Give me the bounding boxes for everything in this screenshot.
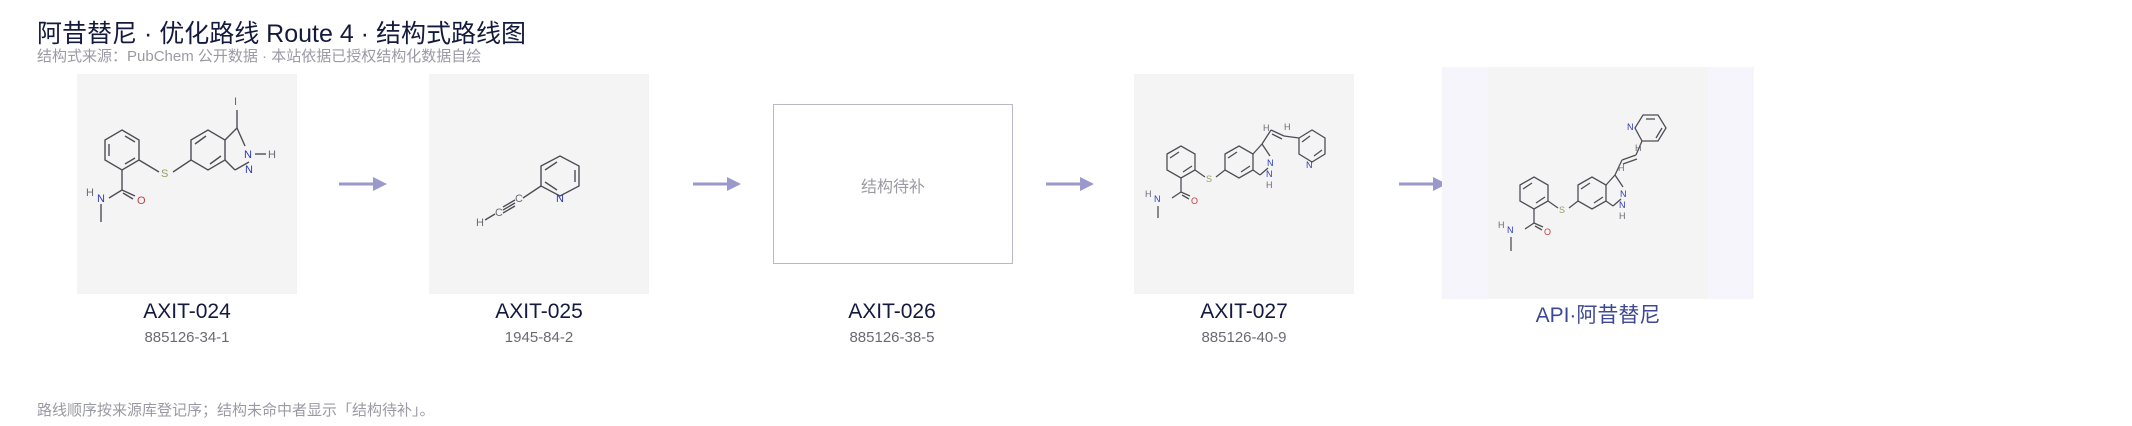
svg-text:H: H (476, 217, 484, 229)
step-cas: 1945-84-2 (429, 329, 649, 346)
svg-text:N: N (1507, 225, 1514, 235)
arrow-icon (1046, 174, 1096, 194)
svg-text:N: N (245, 164, 253, 176)
step-cas: 885126-34-1 (77, 329, 297, 346)
svg-text:N: N (1154, 194, 1161, 204)
svg-text:C: C (495, 207, 503, 219)
api-structure-image: S N N H N H O H H N (1442, 67, 1754, 299)
svg-text:O: O (1544, 227, 1551, 237)
svg-text:H: H (1266, 180, 1273, 190)
arrow-icon (339, 174, 389, 194)
svg-text:N: N (1620, 189, 1627, 199)
svg-text:N: N (1306, 160, 1313, 170)
svg-text:N: N (244, 149, 252, 161)
svg-text:S: S (1559, 205, 1565, 215)
svg-text:H: H (86, 187, 94, 199)
svg-text:H: H (1619, 211, 1626, 221)
step-code: AXIT-027 (1134, 300, 1354, 324)
arrow-icon (693, 174, 743, 194)
molecule-axit-025: H C C N (429, 74, 649, 294)
svg-text:S: S (161, 168, 168, 180)
molecule-axit-027: S N N H N H O H H N (1134, 74, 1354, 294)
svg-text:N: N (1267, 158, 1274, 168)
svg-text:C: C (515, 193, 523, 205)
structure-image-axit-027: S N N H N H O H H N (1134, 74, 1354, 294)
svg-text:N: N (1627, 122, 1634, 132)
svg-text:S: S (1206, 174, 1212, 184)
svg-text:I: I (234, 96, 237, 108)
svg-text:H: H (1284, 122, 1291, 132)
svg-text:N: N (97, 193, 105, 205)
placeholder-label: 结构待补 (774, 173, 1012, 197)
svg-text:H: H (1635, 143, 1642, 153)
molecule-axit-024: I N H N S N H O (77, 74, 297, 294)
svg-text:H: H (1145, 189, 1152, 199)
svg-text:N: N (1266, 169, 1273, 179)
step-code: AXIT-026 (782, 300, 1002, 324)
molecule-axitinib: S N N H N H O H H N (1442, 67, 1754, 299)
step-code: AXIT-025 (429, 300, 649, 324)
svg-text:H: H (1263, 123, 1270, 133)
step-code: AXIT-024 (77, 300, 297, 324)
svg-text:N: N (556, 193, 564, 205)
svg-text:H: H (1498, 220, 1505, 230)
svg-text:H: H (1618, 163, 1625, 173)
footnote: 路线顺序按来源库登记序；结构未命中者显示「结构待补」。 (37, 399, 435, 420)
page-subtitle: 结构式来源：PubChem 公开数据 · 本站依据已授权结构化数据自绘 (37, 45, 481, 66)
svg-text:H: H (268, 149, 276, 161)
structure-image-axit-025: H C C N (429, 74, 649, 294)
structure-image-axit-024: I N H N S N H O (77, 74, 297, 294)
structure-placeholder: 结构待补 (773, 104, 1013, 264)
svg-text:O: O (137, 195, 146, 207)
step-cas: 885126-38-5 (782, 329, 1002, 346)
svg-text:N: N (1619, 200, 1626, 210)
step-cas: 885126-40-9 (1134, 329, 1354, 346)
api-label: API·阿昔替尼 (1442, 299, 1754, 329)
svg-text:O: O (1191, 196, 1198, 206)
